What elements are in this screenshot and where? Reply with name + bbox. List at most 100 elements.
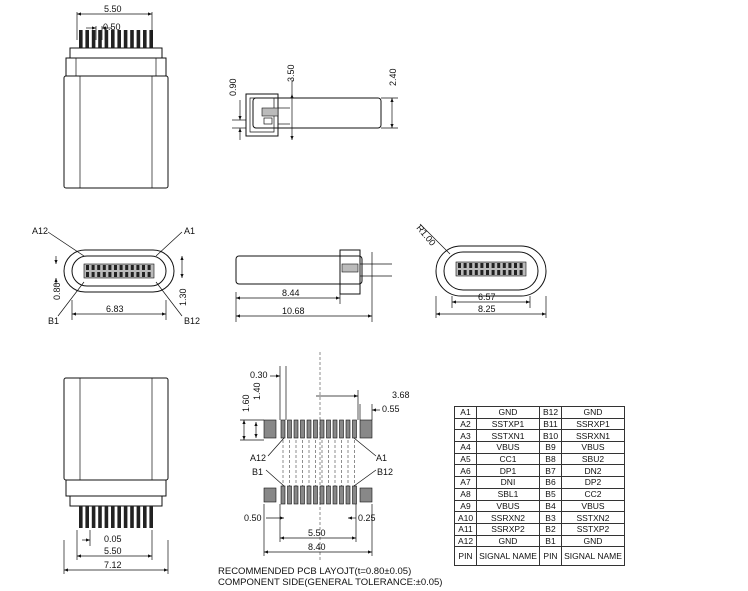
front-view: A12 A1 B1 B12 0.80 6.83 1.30 [32,226,200,326]
signal-name-cell: DP2 [561,476,625,489]
bottom-view-pin [111,506,115,528]
front-contact-upper [147,265,151,270]
pcb-bottom-pad [293,485,299,505]
pin-number-cell: A10 [454,511,477,524]
dim-front-0-80: 0.80 [52,282,62,300]
front-contact-upper [91,265,95,270]
pcb-bottom-pad [287,485,292,505]
pin-number-cell: A9 [454,499,477,513]
pcb-top-pad [345,419,351,439]
end-contact-lower [508,270,512,275]
signal-name-cell: GND [561,406,625,419]
pcb-top-pad [280,419,286,439]
top-view-pin [91,30,96,48]
pin-number-cell: B3 [539,511,562,524]
label-pcb-b12: B12 [377,467,393,477]
bottom-view-pins [79,506,153,528]
signal-name-cell: DN2 [561,464,625,478]
pcb-top-pad [332,419,338,439]
pcb-bottom-pad [306,485,312,505]
pin-number-cell: B11 [539,417,562,431]
end-contact-lower [497,270,501,275]
bottom-view-body [63,377,169,481]
label-pcb-a12: A12 [250,453,266,463]
pin-number-cell: A8 [454,487,477,501]
pin-number-cell: A11 [454,522,477,536]
end-contact-upper [469,263,473,268]
pcb-top-pad [352,419,357,439]
signal-name-cell: GND [476,534,540,548]
end-contact-upper [519,263,523,268]
front-contact-lower [114,272,117,277]
label-pcb-b1: B1 [252,467,263,477]
signal-name-cell: SSRXP2 [476,522,540,536]
pin-number-cell: B12 [539,406,562,419]
side-view-mid: 8.44 10.68 [235,249,392,322]
signal-name-cell: DP1 [476,464,540,478]
front-contact-upper [142,265,145,270]
end-contact-upper [463,263,467,268]
end-view: R1.00 6.57 8.25 [414,223,547,318]
bottom-view-pin [91,506,96,528]
pcb-mount-pad-right-top [359,419,373,439]
dim-front-6-83: 6.83 [106,304,124,314]
pcb-top-pad [300,419,305,439]
end-contact-lower [491,270,495,275]
end-contact-lower [474,270,478,275]
signal-name-cell: CC1 [476,452,540,466]
signal-name-cell: SBU2 [561,452,625,466]
signal-name-cell: GND [561,534,625,548]
dim-top-pitch: 0.50 [103,22,121,32]
note-component-side: COMPONENT SIDE(GENERAL TOLERANCE:±0.05) [218,577,443,588]
front-contact-lower [102,272,106,277]
dim-side-0-90: 0.90 [228,78,238,96]
top-view-pin [98,30,102,48]
pin-number-cell: B10 [539,429,562,443]
front-contact-lower [91,272,95,277]
dim-pcb-0-50: 0.50 [244,513,262,523]
signal-name-cell: GND [476,406,540,419]
pin-number-cell: PIN [454,546,477,567]
front-contact-upper [102,265,106,270]
top-view-pin [111,30,115,48]
end-contact-lower [480,270,484,275]
end-contact-upper [480,263,484,268]
end-contact-upper [508,263,512,268]
pcb-bottom-pad-row [280,485,357,505]
label-pcb-a1: A1 [376,453,387,463]
front-contact-lower [147,272,151,277]
pin-number-cell: B2 [539,522,562,536]
dim-side-2-40: 2.40 [388,68,398,86]
front-contact-upper [114,265,117,270]
top-view-pins [79,30,153,48]
front-contact-upper [136,265,140,270]
end-contact-upper [497,263,501,268]
pcb-bottom-pad [352,485,357,505]
pin-number-cell: PIN [539,546,562,567]
end-view-contacts [458,263,523,275]
pin-number-cell: A4 [454,441,477,454]
end-contact-lower [486,270,489,275]
front-contact-upper [86,265,89,270]
end-contact-lower [463,270,467,275]
dim-side-3-50: 3.50 [286,64,296,82]
signal-name-cell: VBUS [476,499,540,513]
end-contact-lower [469,270,473,275]
pcb-center-lines [282,352,355,562]
label-front-a12: A12 [32,226,48,236]
front-contact-lower [125,272,129,277]
end-view-shell [435,245,547,297]
pcb-bottom-pad [345,485,351,505]
bottom-view-pin [79,506,83,528]
end-contact-lower [519,270,523,275]
dim-end-8-25: 8.25 [478,304,496,314]
front-contact-lower [97,272,101,277]
dim-end-6-57: 6.57 [478,292,496,302]
dim-pcb-1-40: 1.40 [252,382,262,400]
